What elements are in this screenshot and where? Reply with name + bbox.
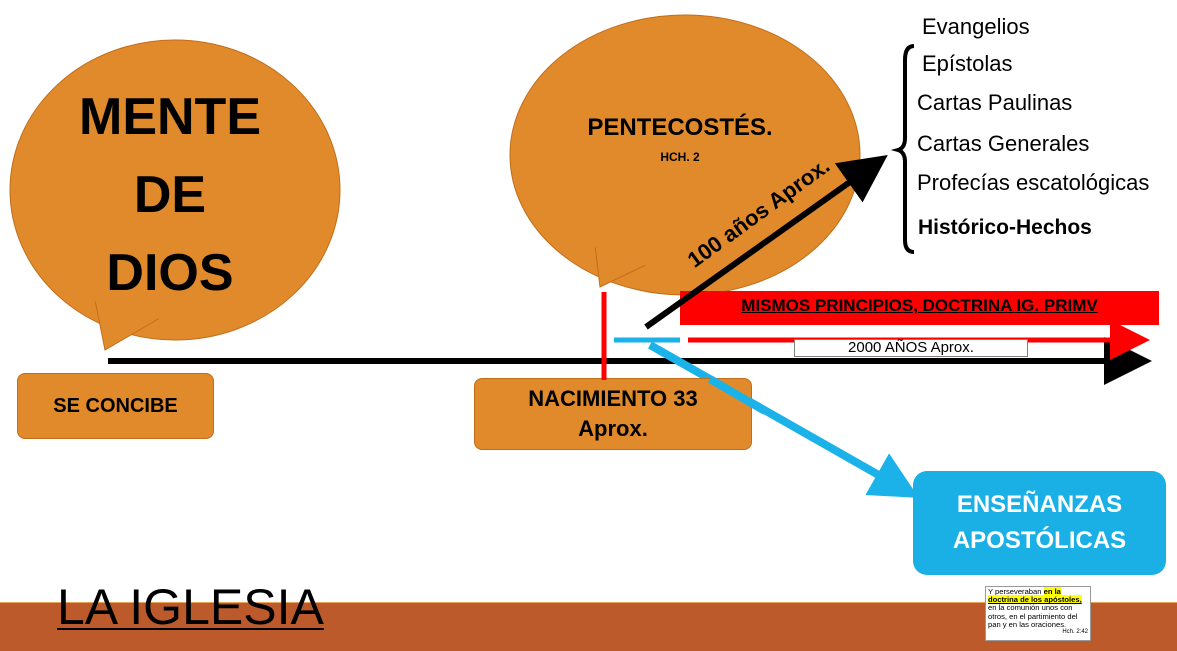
mind-line-1: MENTE: [79, 88, 261, 146]
verse-prefix: Y perseveraban: [988, 587, 1044, 596]
nt-item-acts: Histórico-Hechos: [918, 216, 1092, 239]
mind-speech-bubble: [9, 39, 341, 351]
mind-line-2: DE: [133, 166, 207, 224]
page-title: LA IGLESIA: [57, 579, 324, 635]
teachings-box: ENSEÑANZAS APOSTÓLICAS: [913, 471, 1166, 575]
nt-item-prophecy: Profecías escatológicas: [917, 170, 1150, 195]
pentecost-title: PENTECOSTÉS.: [587, 114, 773, 141]
pentecost-reference: HCH. 2: [660, 150, 700, 164]
hundred-years-arrow: [644, 155, 888, 330]
principles-banner-bg: [680, 291, 1159, 325]
nt-item-epistles: Epístolas: [922, 51, 1013, 76]
footer-band: [0, 603, 1177, 651]
nt-item-general: Cartas Generales: [917, 131, 1090, 156]
mind-line-3: DIOS: [106, 244, 234, 302]
verse-rest: en la comunión unos con otros, en el par…: [988, 603, 1078, 629]
nacimiento-box: NACIMIENTO 33 Aprox.: [474, 378, 752, 450]
principles-banner-text: MISMOS PRINCIPIOS, DOCTRINA IG. PRIMV: [741, 296, 1098, 315]
list-brace: [890, 44, 915, 254]
teachings-cyan-arrow: [648, 341, 919, 498]
nt-item-pauline: Cartas Paulinas: [917, 90, 1073, 115]
mind-bubble-text: MENTE DE DIOS: [60, 78, 280, 312]
teachings-line-1: ENSEÑANZAS: [956, 491, 1123, 518]
pentecost-speech-bubble: [509, 14, 861, 296]
verse-reference: Hch. 2:42: [1062, 629, 1088, 636]
verse-card: Y perseveraban en la doctrina de los apó…: [985, 586, 1091, 641]
years-label: 2000 AÑOS Aprox.: [794, 339, 1028, 357]
nacimiento-line-1: NACIMIENTO 33: [528, 386, 698, 411]
teachings-line-2: APOSTÓLICAS: [952, 527, 1127, 554]
nacimiento-line-2: Aprox.: [578, 416, 648, 441]
nt-item-gospels: Evangelios: [922, 14, 1030, 39]
se-concibe-box: SE CONCIBE: [17, 373, 214, 439]
